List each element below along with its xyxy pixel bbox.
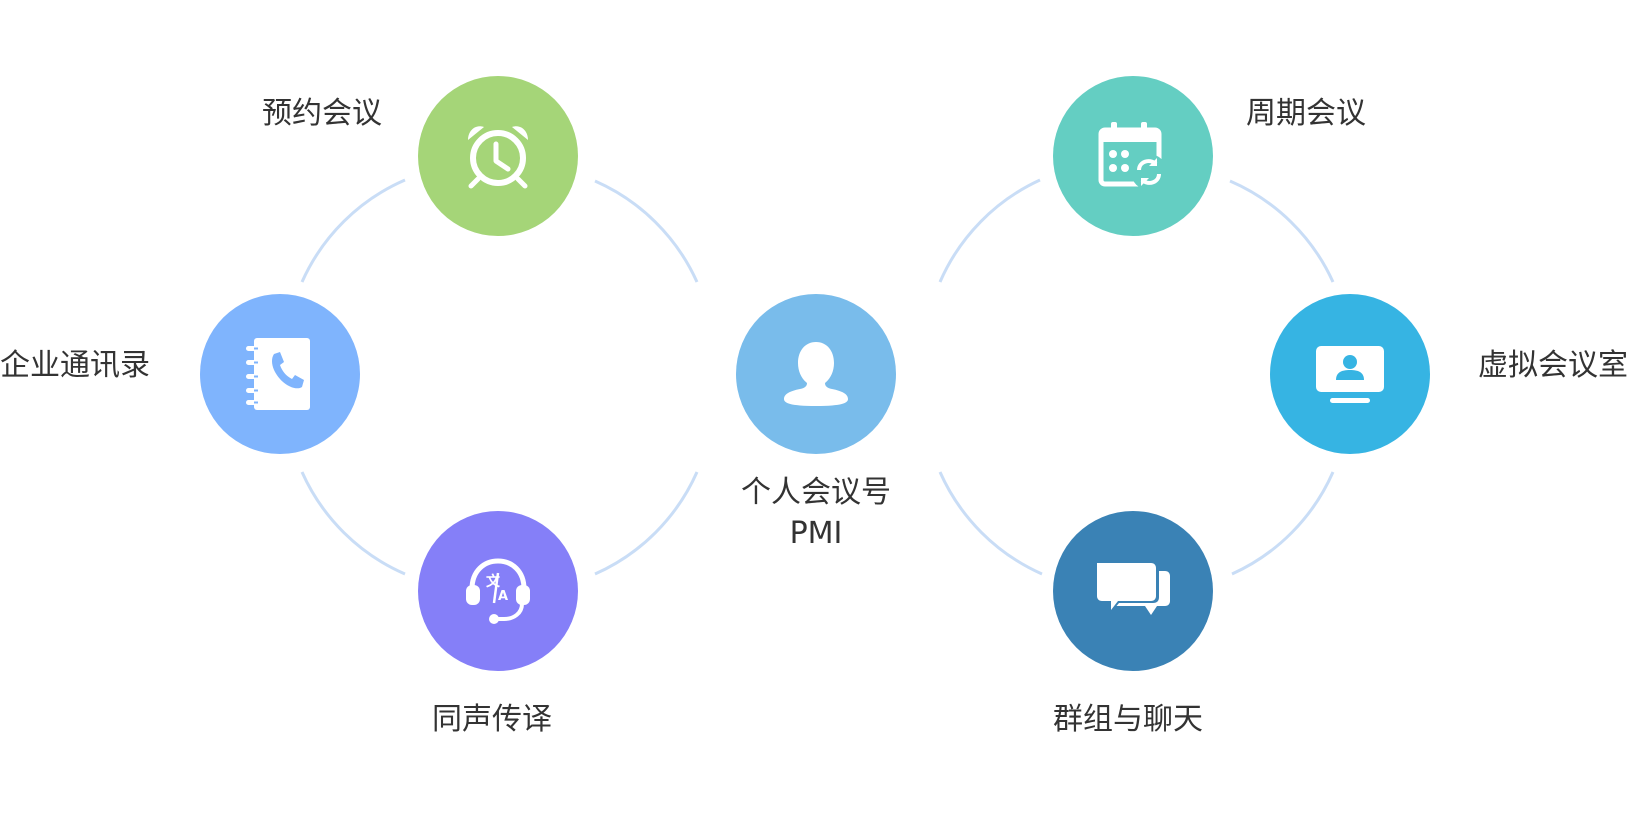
chat-bubbles-icon xyxy=(1095,561,1170,615)
group-chat-node[interactable] xyxy=(1053,511,1213,671)
directory-node[interactable] xyxy=(200,294,360,454)
scheduled-meeting-node[interactable] xyxy=(418,76,578,236)
alarm-clock-icon xyxy=(468,126,528,189)
arc-right-top-right xyxy=(1229,179,1335,283)
directory-label: 企业通讯录 xyxy=(0,348,150,383)
user-icon xyxy=(784,342,848,406)
calendar-repeat-icon xyxy=(1098,122,1167,190)
scheduled-meeting-label: 预约会议 xyxy=(262,96,382,131)
interpretation-node[interactable]: 文 A xyxy=(418,511,578,671)
arc-right-bottom-left xyxy=(938,471,1043,576)
arc-left-bottom-right xyxy=(594,471,699,576)
headset-translate-icon: 文 A xyxy=(466,558,530,624)
arc-left-top-right xyxy=(594,179,699,283)
arc-right-bottom-right xyxy=(1231,471,1335,576)
phone-book-icon xyxy=(246,338,310,410)
pmi-node[interactable] xyxy=(736,294,896,454)
arc-group xyxy=(300,178,1335,576)
interpretation-label: 同声传译 xyxy=(432,702,552,737)
virtual-room-node[interactable] xyxy=(1270,294,1430,454)
pmi-label: 个人会议号 PMI xyxy=(736,473,896,554)
arc-left-top-left xyxy=(300,178,406,283)
monitor-user-icon xyxy=(1316,346,1384,403)
arc-left-bottom-left xyxy=(300,471,406,576)
arc-right-top-left xyxy=(938,178,1041,283)
pmi-label-line2: PMI xyxy=(789,515,843,551)
group-chat-label: 群组与聊天 xyxy=(1053,702,1203,737)
recurring-meeting-node[interactable] xyxy=(1053,76,1213,236)
recurring-meeting-label: 周期会议 xyxy=(1246,96,1366,131)
svg-text:A: A xyxy=(498,589,508,604)
virtual-room-label: 虚拟会议室 xyxy=(1478,348,1628,383)
pmi-label-line1: 个人会议号 xyxy=(741,475,891,510)
